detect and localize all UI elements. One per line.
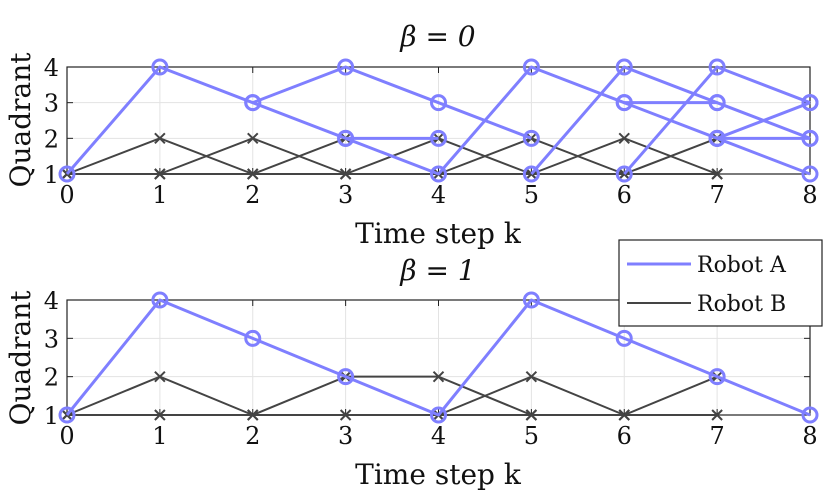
data-point xyxy=(708,94,726,112)
data-point xyxy=(801,406,819,424)
x-axis-label: Time step k xyxy=(355,217,522,250)
data-point xyxy=(337,58,355,76)
data-point xyxy=(708,368,726,386)
x-tick-label: 0 xyxy=(59,422,74,450)
data-point xyxy=(430,165,447,183)
data-point xyxy=(154,132,166,145)
data-point xyxy=(522,165,540,183)
legend-label-robot-b: Robot B xyxy=(697,292,786,317)
x-axis-label: Time step k xyxy=(355,458,522,491)
data-point xyxy=(154,370,166,383)
y-tick-label: 3 xyxy=(44,90,59,118)
series-line xyxy=(65,298,811,417)
data-point xyxy=(711,409,723,421)
data-point xyxy=(615,165,633,183)
y-axis-label: Quadrant xyxy=(4,290,37,426)
data-point xyxy=(525,409,538,421)
grid xyxy=(66,66,811,175)
series-robot-a xyxy=(58,58,819,183)
data-point xyxy=(615,58,633,76)
data-point xyxy=(58,165,76,183)
y-tick-label: 1 xyxy=(44,161,59,189)
x-tick-label: 0 xyxy=(59,181,74,209)
data-point xyxy=(711,168,723,180)
data-point xyxy=(708,129,726,147)
data-point xyxy=(244,94,262,112)
series-line xyxy=(623,65,811,175)
y-axis-label: Quadrant xyxy=(4,52,37,188)
series-line xyxy=(66,375,532,416)
series-robot-a xyxy=(58,291,819,424)
data-point xyxy=(247,409,259,421)
y-tick-label: 2 xyxy=(44,364,59,392)
legend-box xyxy=(618,239,823,327)
x-tick-label: 8 xyxy=(802,422,817,450)
y-tick-label: 2 xyxy=(44,125,59,153)
data-point xyxy=(339,168,352,180)
panel-title: β = 0 xyxy=(399,20,475,53)
data-point xyxy=(154,168,166,180)
y-tick-label: 4 xyxy=(44,287,59,315)
data-point xyxy=(337,368,355,386)
data-point xyxy=(430,129,447,147)
x-tick-label: 3 xyxy=(338,422,353,450)
x-tick-label: 6 xyxy=(617,422,632,450)
data-point xyxy=(337,129,355,147)
x-tick-label: 5 xyxy=(524,181,539,209)
data-point xyxy=(801,94,819,112)
series-line xyxy=(716,136,811,176)
panel-title: β = 1 xyxy=(399,254,475,287)
data-point xyxy=(615,94,633,112)
x-tick-label: 7 xyxy=(709,181,724,209)
data-point xyxy=(522,58,540,76)
data-point xyxy=(151,58,169,76)
x-tick-label: 4 xyxy=(431,181,446,209)
x-tick-label: 2 xyxy=(245,181,260,209)
x-tick-label: 5 xyxy=(524,422,539,450)
series-line xyxy=(530,65,718,175)
data-point xyxy=(801,129,819,147)
x-tick-label: 7 xyxy=(709,422,724,450)
y-tick-label: 1 xyxy=(44,402,59,430)
x-tick-label: 6 xyxy=(617,181,632,209)
data-point xyxy=(151,291,169,309)
data-point xyxy=(58,406,76,424)
data-point xyxy=(708,58,726,76)
data-point xyxy=(522,291,540,309)
data-point xyxy=(522,129,540,147)
x-tick-label: 3 xyxy=(338,181,353,209)
data-point xyxy=(244,329,262,347)
series-line xyxy=(65,65,532,175)
x-tick-label: 1 xyxy=(152,181,167,209)
legend-label-robot-a: Robot A xyxy=(697,253,787,278)
data-point xyxy=(801,165,819,183)
data-point xyxy=(339,409,352,421)
data-point xyxy=(618,132,630,145)
y-tick-label: 4 xyxy=(44,54,59,82)
data-point xyxy=(430,406,447,424)
data-point xyxy=(525,370,538,383)
data-point xyxy=(247,132,259,145)
x-tick-label: 1 xyxy=(152,422,167,450)
data-point xyxy=(618,409,630,421)
y-tick-label: 3 xyxy=(44,325,59,353)
x-tick-label: 2 xyxy=(245,422,260,450)
data-point xyxy=(247,168,259,180)
data-point xyxy=(430,94,447,112)
x-tick-label: 4 xyxy=(431,422,446,450)
legend: Robot A Robot B xyxy=(618,239,823,327)
data-point xyxy=(154,409,166,421)
data-point xyxy=(615,329,633,347)
data-point xyxy=(432,370,445,383)
x-tick-label: 8 xyxy=(802,181,817,209)
